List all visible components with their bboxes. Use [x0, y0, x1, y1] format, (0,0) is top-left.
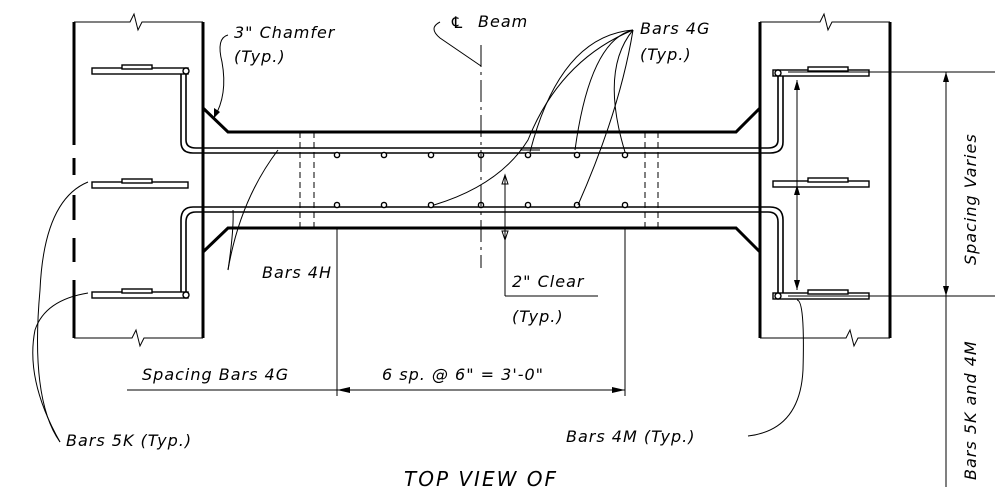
- bars-4g-label: Bars 4G: [640, 19, 710, 38]
- bars-4g-typ-label: (Typ.): [640, 45, 692, 64]
- right-wall: [758, 12, 892, 348]
- spacing-varies-label: Spacing Varies: [961, 133, 980, 265]
- clear-dimension: 2" Clear (Typ.): [501, 173, 598, 326]
- beam-outline: [201, 106, 762, 254]
- stirrup-lines: [299, 132, 659, 228]
- bars-4g-leaders: Bars 4G (Typ.): [433, 19, 710, 206]
- spacing-bars-4g-label: Spacing Bars 4G: [142, 365, 289, 384]
- chamfer-typ-label: (Typ.): [234, 47, 286, 66]
- bars-5k: [91, 64, 190, 299]
- clear-label: 2" Clear: [512, 272, 585, 291]
- spacing-varies-dimension: Spacing Varies Bars 5K and 4M: [788, 71, 995, 487]
- bars-4m-label: Bars 4M (Typ.): [566, 427, 695, 446]
- bars-4m-leaders: Bars 4M (Typ.): [566, 299, 804, 446]
- chamfer-leader: 3" Chamfer (Typ.): [213, 23, 336, 119]
- chamfer-label: 3" Chamfer: [234, 23, 336, 42]
- view-title: TOP VIEW OF: [404, 467, 558, 487]
- bars-5k-4m-label: Bars 5K and 4M: [961, 340, 980, 480]
- beam-centerline: ℄ Beam: [433, 12, 528, 268]
- left-wall: [72, 12, 205, 348]
- svg-text:℄: ℄: [451, 13, 463, 32]
- bars-4h-leaders: Bars 4H: [227, 149, 332, 282]
- spacing-dim-label: 6 sp. @ 6" = 3'-0": [382, 365, 544, 384]
- bars-5k-leaders: Bars 5K (Typ.): [32, 181, 192, 450]
- clear-typ-label: (Typ.): [512, 307, 564, 326]
- bars-4m: [772, 66, 870, 300]
- spacing-dimension: Spacing Bars 4G 6 sp. @ 6" = 3'-0": [127, 228, 626, 396]
- bars-4h-label: Bars 4H: [262, 263, 332, 282]
- bars-5k-label: Bars 5K (Typ.): [66, 431, 192, 450]
- beam-cl-label: Beam: [478, 12, 528, 31]
